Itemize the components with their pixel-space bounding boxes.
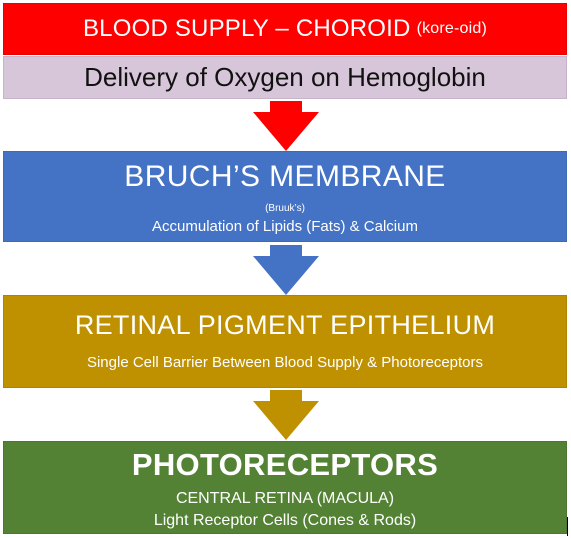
blood-supply-title: BLOOD SUPPLY – CHOROID [82, 15, 411, 42]
rpe-subtitle: Single Cell Barrier Between Blood Supply… [86, 354, 484, 371]
bruchs-membrane-box: BRUCH’S MEMBRANE (Bruuk’s) Accumulation … [3, 151, 567, 242]
down-arrow-icon [253, 245, 319, 295]
down-arrow-icon [253, 101, 319, 151]
photoreceptors-line-1: CENTRAL RETINA (MACULA) [175, 490, 395, 507]
photoreceptors-title: PHOTORECEPTORS [131, 447, 439, 482]
oxygen-delivery-text: Delivery of Oxygen on Hemoglobin [84, 62, 486, 92]
bruchs-membrane-title: BRUCH’S MEMBRANE [124, 160, 446, 193]
corner-mark [567, 517, 568, 536]
rpe-title: RETINAL PIGMENT EPITHELIUM [74, 310, 496, 340]
down-arrow-icon [253, 390, 319, 440]
photoreceptors-box: PHOTORECEPTORS CENTRAL RETINA (MACULA) L… [3, 441, 567, 534]
oxygen-delivery-box: Delivery of Oxygen on Hemoglobin [3, 56, 567, 99]
bruchs-subtitle: Accumulation of Lipids (Fats) & Calcium [152, 218, 418, 235]
photoreceptors-line-2: Light Receptor Cells (Cones & Rods) [153, 512, 417, 529]
blood-supply-choroid-box: BLOOD SUPPLY – CHOROID (kore-oid) [3, 3, 567, 55]
bruchs-pronunciation: (Bruuk’s) [265, 203, 305, 214]
retinal-pigment-epithelium-box: RETINAL PIGMENT EPITHELIUM Single Cell B… [3, 295, 567, 388]
choroid-pronunciation: (kore-oid) [416, 20, 488, 37]
